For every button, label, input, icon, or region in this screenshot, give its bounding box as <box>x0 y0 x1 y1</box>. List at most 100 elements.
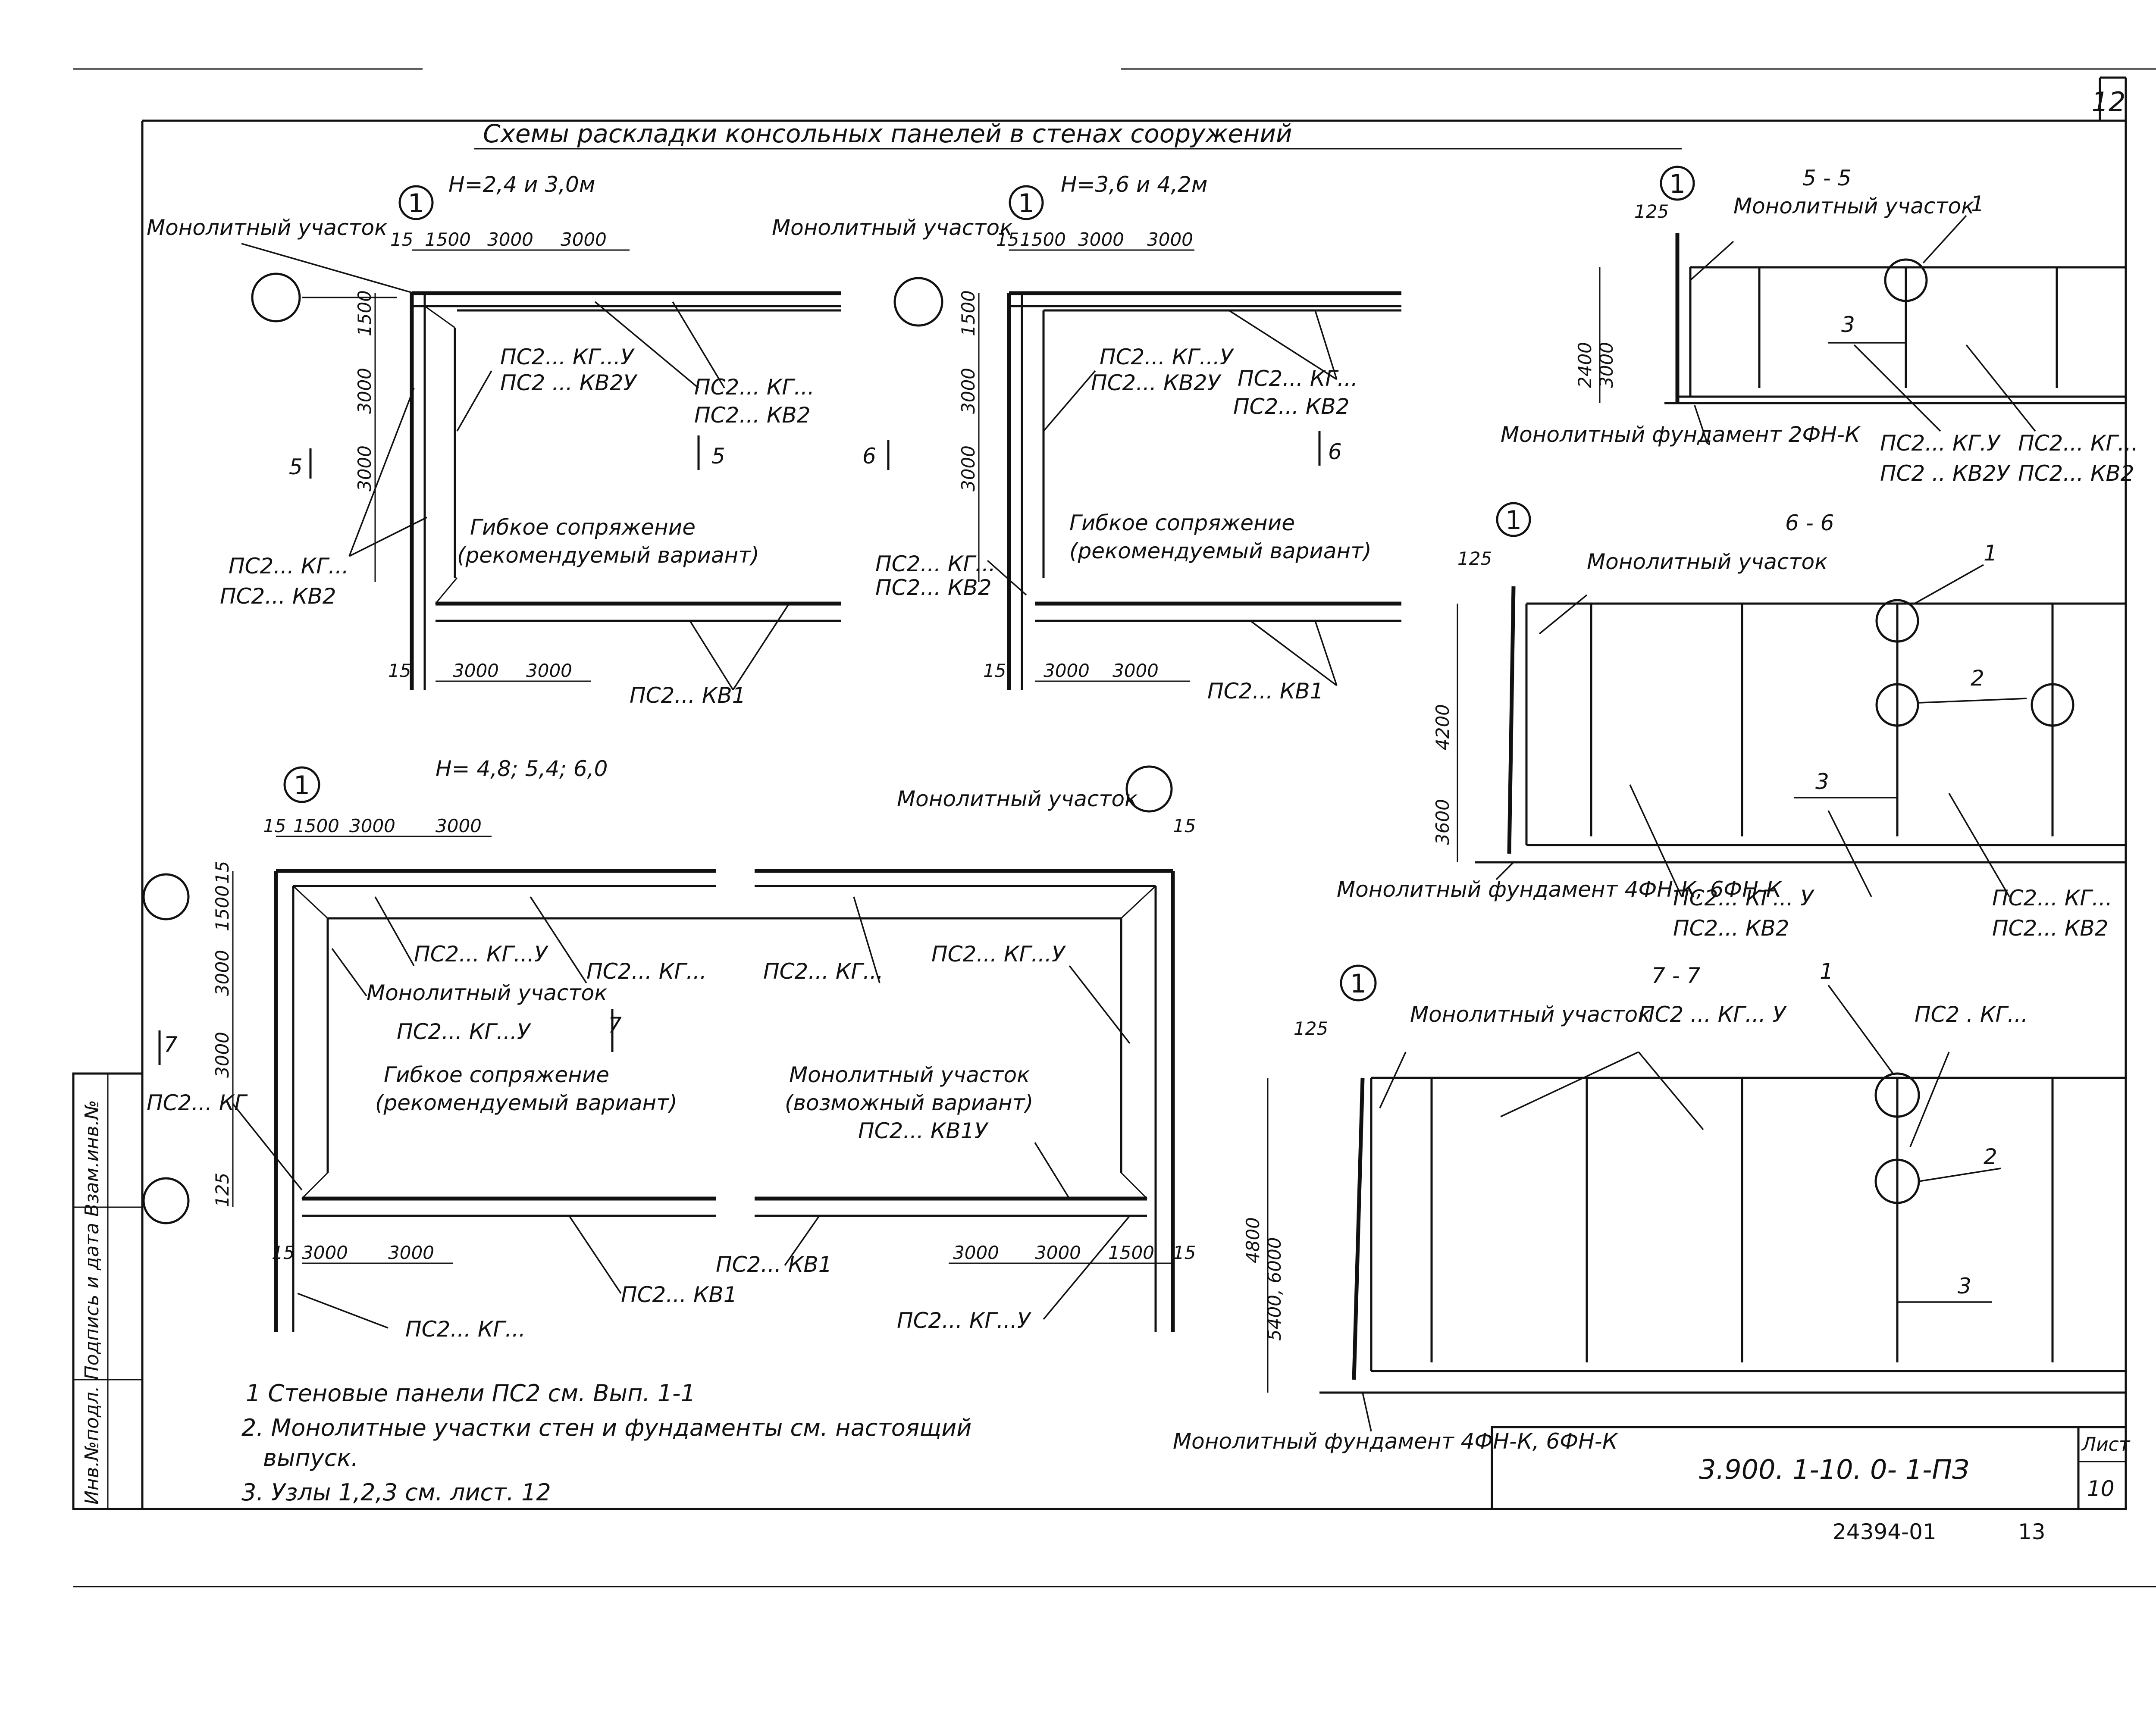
node-marker-1 <box>1340 964 1377 1002</box>
dim-top-0: 15 <box>263 815 286 836</box>
node-3-callout: 3 <box>1841 312 1855 337</box>
foundation-label: Монолитный фундамент 2ФН-К <box>1501 422 1861 447</box>
section-mark-left: 7 <box>164 1032 178 1057</box>
section-title: 7 - 7 <box>1651 963 1701 988</box>
height-label: Н=3,6 и 4,2м <box>1061 172 1208 197</box>
dim-bottom-right-3: 15 <box>1173 1242 1196 1263</box>
panel-top-1: ПС2... КГ... <box>694 375 815 400</box>
node-marker-empty-left <box>142 873 190 920</box>
height-2: 3000 <box>1596 342 1617 388</box>
note-3: 3. Узлы 1,2,3 см. лист. 12 <box>241 1479 551 1506</box>
dim-top-2: 3000 <box>349 815 395 836</box>
section-6-6: 1 6 - 6 125 Монолитный участок 1 2 3 360… <box>1337 502 2126 941</box>
panel-corner-1: ПС2... КГ...У <box>1100 344 1235 369</box>
monolith-possible-1: Монолитный участок <box>789 1062 1030 1087</box>
dim-bottom-left-2: 3000 <box>388 1242 434 1263</box>
section-mark-right: 7 <box>608 1013 622 1038</box>
node-2-callout: 2 <box>1971 666 1984 691</box>
height-1: 2400 <box>1574 342 1595 388</box>
node-1-label: 1 <box>1350 969 1366 999</box>
panel-top-mid: ПС2... КГ... <box>586 959 707 984</box>
section-mark-left: 6 <box>862 444 876 469</box>
panel-1: ПС2... КГ... У <box>1673 886 1815 911</box>
panel-2: ПС2... КВ2 <box>1673 916 1789 941</box>
flex-joint-1: Гибкое сопряжение <box>384 1062 609 1087</box>
section-mark-left: 5 <box>289 454 303 479</box>
dim-bottom-2: 3000 <box>1112 660 1159 681</box>
height-2: 4200 <box>1432 704 1453 750</box>
panel-3: ПС2... КГ... <box>1992 886 2112 911</box>
monolith-label: Монолитный участок <box>1733 194 1974 219</box>
title-stamp: 3.900. 1-10. 0- 1-ПЗ Лист 10 <box>1491 1426 2131 1510</box>
section-mark-right: 6 <box>1328 439 1342 464</box>
node-marker-1-ring <box>1874 1072 1920 1118</box>
node-marker-1 <box>1009 185 1044 220</box>
node-1-label: 1 <box>294 770 310 801</box>
node-1-label: 1 <box>1505 505 1522 535</box>
section-title: 5 - 5 <box>1802 166 1851 191</box>
dim-bottom-right-2: 1500 <box>1108 1242 1154 1263</box>
node-marker-1 <box>398 185 434 220</box>
panel-right: ПС2 . КГ... <box>1915 1002 2028 1027</box>
height-1: 4800 <box>1242 1217 1263 1263</box>
height-label: Н=2,4 и 3,0м <box>448 172 595 197</box>
flex-joint-1: Гибкое сопряжение <box>470 515 696 540</box>
dim-top-1: 1500 <box>425 229 471 250</box>
dim-bottom-left-0: 15 <box>272 1242 295 1263</box>
flex-joint-2: (рекомендуемый вариант) <box>1069 538 1372 564</box>
node-1-callout: 1 <box>1984 541 1997 566</box>
dim-top-2: 3000 <box>1078 229 1124 250</box>
panel-2: ПС2 .. КВ2У <box>1880 461 2011 486</box>
height-2: 5400, 6000 <box>1264 1237 1285 1341</box>
panel-left-1: ПС2... КГ... <box>875 551 996 576</box>
side-stamp: Инв.№подл. Подпись и дата Взам.инв.№ <box>72 1072 144 1510</box>
dim-bottom-0: 15 <box>388 660 411 681</box>
monolith-possible-3: ПС2... КВ1У <box>858 1118 989 1143</box>
monolith-inner-1: Монолитный участок <box>367 980 607 1005</box>
node-2-callout: 2 <box>1984 1144 1997 1169</box>
panel-top-right1: ПС2... КГ... <box>763 959 884 984</box>
dim-left-2: 3000 <box>958 445 979 492</box>
note-2: 2. Монолитные участки стен и фундаменты … <box>241 1414 971 1441</box>
dim-125: 125 <box>1294 1018 1328 1039</box>
panel-top-right2: ПС2... КГ...У <box>931 942 1066 967</box>
page-number: 13 <box>2018 1519 2046 1544</box>
panel-left-2: ПС2... КВ2 <box>220 584 336 609</box>
node-marker-empty <box>893 277 943 327</box>
panel-4: ПС2... КВ2 <box>2018 461 2134 486</box>
node-3-callout: 3 <box>1958 1274 1971 1299</box>
node-marker-1-ring <box>1875 599 1919 643</box>
dim-bottom-1: 3000 <box>453 660 499 681</box>
panel-top-2: ПС2... КВ2 <box>1233 394 1350 419</box>
dim-left-0: 15 <box>212 861 233 884</box>
node-marker-1 <box>1496 502 1531 537</box>
panel-top-1: ПС2... КГ... <box>1238 366 1358 391</box>
dim-bottom-0: 15 <box>983 660 1006 681</box>
node-1-label: 1 <box>408 188 424 219</box>
foundation-label: Монолитный фундамент 4ФН-К, 6ФН-К <box>1173 1429 1619 1454</box>
dim-left-0: 1500 <box>958 290 979 336</box>
flex-joint-2: (рекомендуемый вариант) <box>457 543 759 568</box>
panel-top: ПС2 ... КГ... У <box>1639 1002 1787 1027</box>
panel-corner-2: ПС2 ... КВ2У <box>500 370 638 395</box>
node-marker-1-ring <box>1884 258 1928 302</box>
panel-bottom-left: ПС2... КГ... <box>405 1317 526 1342</box>
panel-1: ПС2... КГ.У <box>1880 431 2001 456</box>
stamp-sheet-label: Лист <box>2081 1434 2131 1456</box>
panel-corner-tl: ПС2... КГ...У <box>414 942 549 967</box>
dim-left-1: 3000 <box>354 368 375 414</box>
panel-bottom-right: ПС2... КГ...У <box>897 1308 1032 1333</box>
dim-125: 125 <box>1457 548 1492 569</box>
node-marker-1 <box>1660 166 1695 201</box>
node-3-callout: 3 <box>1815 769 1829 794</box>
scheme-b: 1 Н=3,6 и 4,2м Монолитный участок 15 150… <box>772 172 1401 704</box>
dim-top-0: 15 <box>996 229 1019 250</box>
dim-right-top: 15 <box>1173 815 1196 836</box>
sheet-top-number: 12 <box>2092 86 2126 118</box>
height-1: 3600 <box>1432 799 1453 845</box>
node-1-callout: 1 <box>1971 191 1984 216</box>
dim-top-1: 1500 <box>293 815 339 836</box>
dim-left-0: 1500 <box>354 290 375 336</box>
monolith-inner-2: ПС2... КГ...У <box>397 1019 532 1044</box>
